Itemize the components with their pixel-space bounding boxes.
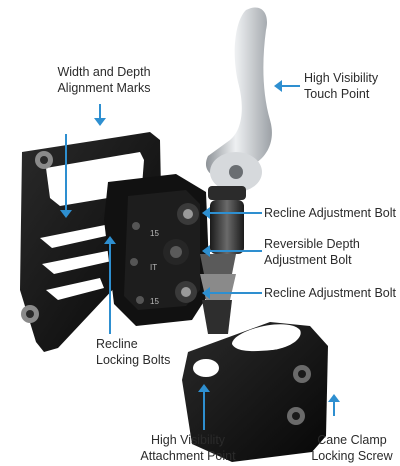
release-pin <box>200 186 246 334</box>
arrowhead <box>60 210 72 218</box>
arrowhead <box>94 118 106 126</box>
engraved-mark-2: IT <box>150 263 157 272</box>
arrowhead <box>198 384 210 392</box>
recline-block: 15 IT 15 <box>104 174 210 326</box>
engraved-mark-1: 15 <box>150 229 159 238</box>
arrowhead <box>104 236 116 244</box>
cane-clamp <box>182 322 328 462</box>
label-high-visibility-touch-point: High Visibility Touch Point <box>304 71 379 101</box>
arrowhead <box>202 287 210 299</box>
release-lever <box>205 7 272 192</box>
engraved-mark-3: 15 <box>150 297 159 306</box>
arrowhead <box>202 207 210 219</box>
label-high-visibility-attachment-point: High Visibility Attachment Point <box>140 433 236 463</box>
arrowhead <box>274 80 282 92</box>
arrowhead <box>328 394 340 402</box>
callout-lines <box>60 80 340 430</box>
arrowhead <box>202 245 210 257</box>
label-width-depth-alignment-marks: Width and Depth Alignment Marks <box>57 65 151 95</box>
label-recline-locking-bolts: Recline Locking Bolts <box>96 337 171 367</box>
attachment-hole <box>193 359 219 377</box>
label-cane-clamp-locking-screw: Cane Clamp Locking Screw <box>311 433 393 463</box>
label-recline-adjustment-bolt-bottom: Recline Adjustment Bolt <box>264 286 397 300</box>
label-reversible-depth-adjustment-bolt: Reversible Depth Adjustment Bolt <box>264 237 360 267</box>
label-recline-adjustment-bolt-top: Recline Adjustment Bolt <box>264 206 397 220</box>
